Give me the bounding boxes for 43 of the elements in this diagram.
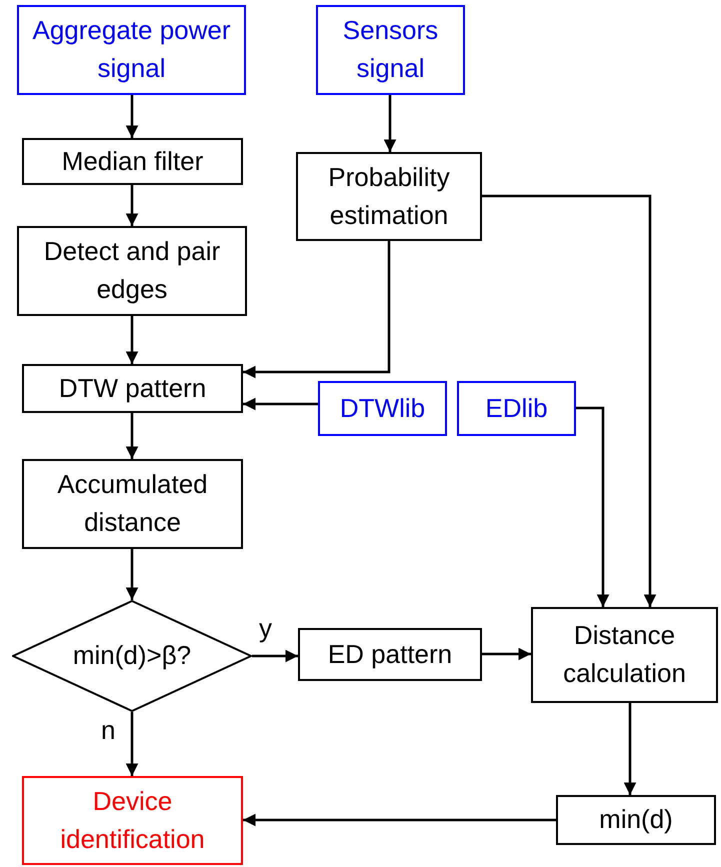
node-label: Sensors signal	[342, 14, 440, 85]
process-box	[22, 138, 243, 185]
arrow	[624, 703, 636, 795]
output-box	[22, 776, 243, 865]
node-label: Accumulated distance	[56, 468, 209, 539]
node-label: DTW pattern	[58, 372, 206, 405]
node-label: ED pattern	[328, 638, 452, 671]
arrow	[126, 316, 138, 364]
arrow	[126, 95, 138, 138]
input-box	[316, 5, 465, 95]
arrow	[482, 648, 531, 660]
arrow	[482, 194, 656, 607]
arrow	[384, 95, 396, 152]
node-label: DTWlib	[340, 392, 426, 425]
arrow	[252, 650, 298, 662]
arrow	[126, 413, 138, 459]
process-box	[556, 795, 716, 845]
node-label: Aggregate power signal	[31, 14, 232, 85]
process-box	[298, 628, 482, 681]
node-label: min(d)	[599, 803, 673, 836]
node-label: min(d)>β?	[72, 639, 192, 672]
arrow	[576, 406, 610, 607]
process-box	[22, 459, 243, 549]
arrow	[243, 398, 318, 410]
node-label: Distance calculation	[562, 619, 687, 690]
arrow	[243, 241, 390, 378]
input-box	[457, 381, 576, 436]
arrow	[126, 549, 138, 600]
arrow	[126, 712, 138, 776]
node-label: Median filter	[62, 144, 204, 178]
arrow	[126, 185, 138, 226]
process-box	[296, 152, 482, 241]
node-label: EDlib	[485, 392, 548, 425]
decision-diamond	[12, 600, 252, 712]
node-label: Detect and pair edges	[42, 235, 222, 306]
process-box	[22, 364, 243, 413]
process-box	[531, 607, 718, 703]
input-box	[318, 381, 447, 436]
node-label: Probability estimation	[327, 160, 451, 232]
node-label: Device identification	[59, 784, 206, 856]
arrow	[243, 814, 556, 826]
input-box	[17, 5, 246, 95]
process-box	[17, 226, 247, 316]
